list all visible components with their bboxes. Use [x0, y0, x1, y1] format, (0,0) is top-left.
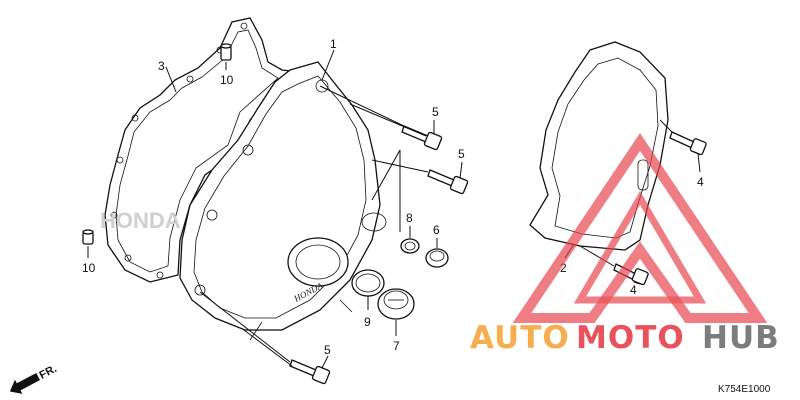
- bolt-5-upper: [401, 125, 443, 151]
- arrow-left-icon: [9, 372, 41, 394]
- callout-5-middle: 5: [458, 147, 465, 161]
- callout-1: 1: [330, 37, 337, 51]
- plug-7: [377, 288, 415, 320]
- callout-10-upper: 10: [220, 73, 234, 87]
- callout-2: 2: [560, 261, 567, 275]
- watermark-word-auto: AUTO: [470, 320, 570, 356]
- bolt-5-lower: [289, 359, 331, 385]
- callout-6: 6: [433, 223, 440, 237]
- o-ring-9: [351, 269, 385, 297]
- callout-10-lower: 10: [82, 261, 96, 275]
- automotohub-watermark: AUTO MOTO HUB: [470, 133, 780, 356]
- direction-label: FR.: [38, 363, 59, 382]
- callout-5-upper: 5: [432, 105, 439, 119]
- callout-4-upper: 4: [697, 175, 704, 189]
- o-ring-8: [400, 238, 420, 254]
- watermark-word-hub: HUB: [702, 320, 780, 356]
- left-crankcase-cover: HONDA: [179, 61, 387, 341]
- watermark-triangle-logo: [512, 133, 768, 323]
- callout-5-lower: 5: [324, 343, 331, 357]
- bolt-5-middle: [427, 169, 469, 195]
- bolt-4-upper: [669, 131, 707, 156]
- callout-3: 3: [158, 59, 165, 73]
- callouts: 1 2 3 4 4 5 5 5 6 7 8 9 10 10: [82, 37, 704, 357]
- callout-7: 7: [393, 339, 400, 353]
- dowel-pin-upper: [220, 43, 232, 61]
- front-direction-arrow: FR.: [9, 363, 59, 394]
- callout-4-lower: 4: [630, 283, 637, 297]
- diagram-code: K754E1000: [718, 384, 771, 395]
- gasket-watermark: HONDA: [100, 208, 181, 233]
- leader-lines: [87, 49, 701, 369]
- gasket: HONDA: [100, 17, 302, 283]
- callout-9: 9: [364, 315, 371, 329]
- cap-6: [425, 248, 449, 268]
- watermark-word-moto: MOTO: [576, 320, 685, 356]
- callout-8: 8: [406, 211, 413, 225]
- dowel-pin-lower: [82, 229, 94, 245]
